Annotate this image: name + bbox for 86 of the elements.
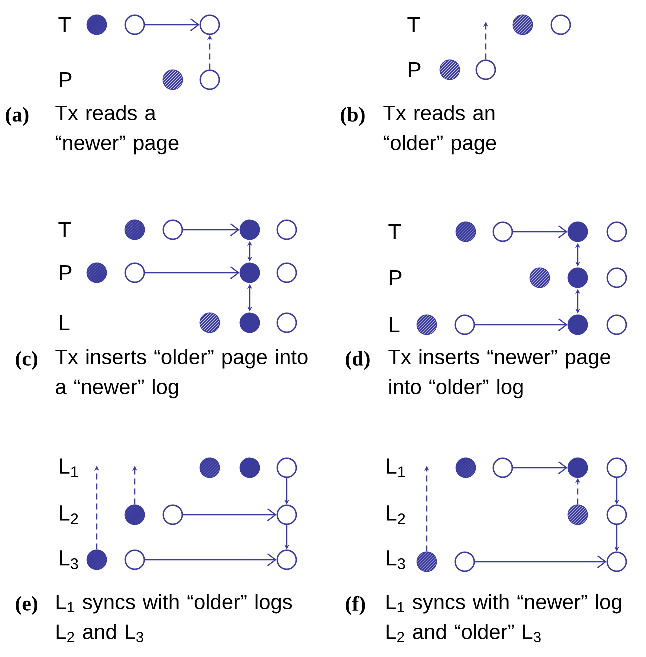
arrow xyxy=(183,224,240,236)
row-label: T xyxy=(408,17,420,33)
open-circle xyxy=(276,262,298,284)
filled-circle xyxy=(240,458,260,478)
hatched-circle xyxy=(440,60,460,80)
panel-tag: (d) xyxy=(346,351,370,370)
open-circle xyxy=(124,14,146,36)
open-circle xyxy=(276,550,298,570)
arrow xyxy=(513,226,568,238)
row-label: T xyxy=(58,222,72,238)
row-label: T xyxy=(58,17,72,33)
hatched-circle xyxy=(416,314,438,336)
row-label: L$_{1}$ xyxy=(60,458,78,478)
hatched-circle xyxy=(200,458,220,478)
open-circle xyxy=(276,504,298,526)
row-label: P xyxy=(409,62,421,78)
panel-caption: Tx inserts “newer” page into “older” log xyxy=(388,349,610,399)
open-circle xyxy=(276,220,298,240)
row-label: L$_{1}$ xyxy=(387,458,406,478)
panel-caption: L$_{1}$ syncs with “older” logs L$_{2}$ and L$_{3}$ xyxy=(56,594,292,642)
row-label: P xyxy=(60,72,72,88)
open-circle xyxy=(606,314,628,336)
open-circle xyxy=(454,314,476,336)
row-label: L$_{2}$ xyxy=(60,506,78,524)
arrow xyxy=(145,266,240,280)
open-circle xyxy=(200,14,220,36)
arrow xyxy=(183,508,277,522)
panel-tag: (e) xyxy=(16,596,38,616)
open-circle xyxy=(276,458,298,478)
panel-caption: Tx reads an “older” page xyxy=(384,105,496,155)
arrow xyxy=(475,318,568,332)
open-circle xyxy=(276,312,298,334)
open-circle xyxy=(550,14,572,36)
row-label: L$_{3}$ xyxy=(387,550,406,570)
filled-circle xyxy=(240,220,260,240)
open-circle xyxy=(606,458,628,478)
row-label: L$_{3}$ xyxy=(60,550,78,570)
panel-tag: (b) xyxy=(341,107,365,126)
hatched-circle xyxy=(200,312,220,334)
row-label: L xyxy=(390,317,400,333)
hatched-circle xyxy=(530,268,550,288)
panel-caption: Tx inserts “older” page into a “newer” log xyxy=(56,349,308,399)
open-circle xyxy=(606,268,628,288)
filled-circle xyxy=(568,268,588,288)
row-label: P xyxy=(390,270,402,286)
open-circle xyxy=(492,458,514,478)
row-label: L$_{2}$ xyxy=(387,506,406,524)
open-circle xyxy=(476,60,496,80)
open-circle xyxy=(606,552,628,572)
hatched-circle xyxy=(86,262,108,284)
panel-tag: (a) xyxy=(6,107,29,126)
filled-circle xyxy=(240,262,260,284)
panel-caption: L$_{1}$ syncs with “newer” log L$_{2}$ and “older” L$_{3}$ xyxy=(386,594,622,642)
arrow xyxy=(145,554,277,566)
open-circle xyxy=(162,504,184,526)
open-circle xyxy=(162,220,184,240)
hatched-circle xyxy=(124,504,146,526)
panel-tag: (f) xyxy=(346,596,366,616)
arrow xyxy=(475,556,607,568)
open-circle xyxy=(124,262,146,284)
panel-caption: Tx reads a “newer” page xyxy=(56,105,179,155)
open-circle xyxy=(200,70,220,90)
filled-circle xyxy=(568,222,588,242)
hatched-circle xyxy=(162,70,184,90)
open-circle xyxy=(124,550,146,570)
hatched-circle xyxy=(124,220,146,240)
filled-circle xyxy=(568,314,588,336)
filled-circle xyxy=(240,312,260,334)
hatched-circle xyxy=(456,458,476,478)
arrow xyxy=(145,18,200,32)
open-circle xyxy=(606,222,628,242)
hatched-circle xyxy=(416,552,438,572)
row-label: P xyxy=(60,265,72,281)
hatched-circle xyxy=(456,222,476,242)
hatched-circle xyxy=(512,14,534,36)
hatched-circle xyxy=(568,504,588,526)
row-label: L xyxy=(60,315,70,331)
filled-circle xyxy=(568,458,588,478)
hatched-circle xyxy=(86,14,108,36)
open-circle xyxy=(492,222,514,242)
hatched-circle xyxy=(86,550,108,570)
open-circle xyxy=(606,504,628,526)
open-circle xyxy=(454,552,476,572)
arrow xyxy=(513,462,568,474)
row-label: T xyxy=(388,224,402,240)
panel-tag: (c) xyxy=(16,351,38,370)
